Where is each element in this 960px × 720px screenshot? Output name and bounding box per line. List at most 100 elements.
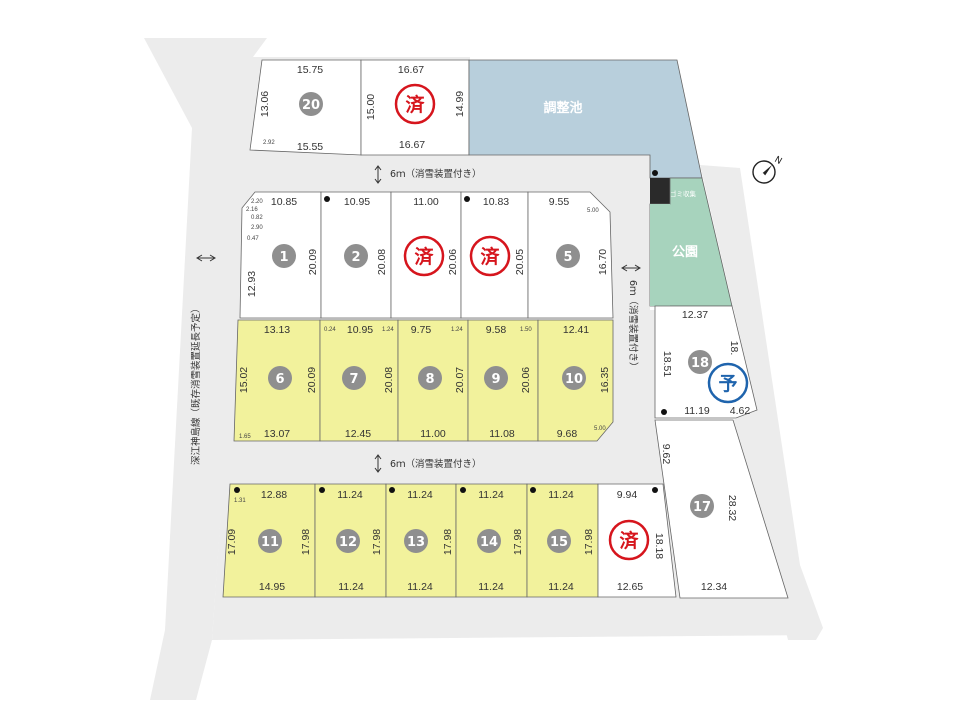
dim-19-left: 15.00 (365, 94, 377, 120)
badge-lot-5: 5 (556, 244, 580, 268)
dim-5-top: 9.55 (549, 196, 570, 208)
dim-15-top: 11.24 (548, 489, 574, 501)
dim-19-right: 14.99 (454, 91, 466, 117)
dim-12-bottom: 11.24 (338, 581, 364, 593)
lot-17-number: 17 (693, 500, 711, 515)
dim-1-small-4: 0.47 (247, 236, 259, 242)
dim-18-top: 12.37 (682, 309, 708, 321)
dim-1-small-2: 0.82 (251, 215, 263, 221)
park-label: 公園 (672, 244, 698, 260)
dim-6-right: 20.09 (306, 367, 318, 393)
dim-17-bottom: 12.34 (701, 581, 727, 593)
svg-text:済: 済 (405, 93, 425, 116)
sold-mark-lot-19: 済 (394, 83, 436, 125)
dim-4-top: 10.83 (483, 196, 509, 208)
lot-17[interactable] (654, 419, 789, 599)
dim-18-right: 18. (728, 341, 740, 356)
dim-14-right: 17.98 (512, 529, 524, 555)
road-label-middle: 6ｍ（消雪装置付き） (390, 458, 482, 470)
road-label-top-group: 6ｍ（消雪装置付き） (374, 165, 482, 184)
dim-1-right: 20.09 (307, 249, 319, 275)
dim-9-small: 1.50 (520, 327, 532, 333)
compass-icon: N (752, 155, 783, 184)
lot-2-number: 2 (351, 250, 360, 265)
dim-9-right: 20.06 (520, 367, 532, 393)
badge-lot-6: 6 (268, 366, 292, 390)
dim-16-right: 18.18 (653, 533, 665, 559)
dim-10-small: 5.00 (594, 426, 606, 432)
dim-11-left: 17.09 (226, 529, 238, 555)
sold-mark-lot-4: 済 (469, 235, 511, 277)
dim-3-right: 20.06 (447, 249, 459, 275)
lot-11-number: 11 (261, 535, 279, 550)
dim-11-top: 12.88 (261, 489, 287, 501)
lot-13-number: 13 (407, 535, 425, 550)
dim-6-small: 1.65 (239, 434, 251, 440)
dim-16-bottom: 12.65 (617, 581, 643, 593)
dim-10-right: 16.35 (599, 367, 611, 393)
dim-13-bottom: 11.24 (407, 581, 433, 593)
dim-7-right: 20.08 (383, 367, 395, 393)
dim-4-right: 20.05 (514, 249, 526, 275)
lot-10-number: 10 (565, 372, 583, 387)
dim-16-top: 9.94 (617, 489, 638, 501)
dim-19-bottom: 16.67 (399, 139, 425, 151)
svg-text:済: 済 (480, 245, 500, 268)
dim-7-top: 10.95 (347, 324, 373, 336)
dim-12-right: 17.98 (371, 529, 383, 555)
reserved-mark-lot-18: 予 (707, 362, 749, 404)
lot-14-number: 14 (480, 535, 498, 550)
dim-7-small-0: 0.24 (324, 327, 336, 333)
dim-6-bottom: 13.07 (264, 428, 290, 440)
dim-8-bottom: 11.00 (420, 428, 446, 440)
road-label-left: 深江神島線（既存消雪装置延長予定） (190, 303, 202, 465)
lot-6-number: 6 (275, 372, 284, 387)
dim-19-top: 16.67 (398, 64, 424, 76)
lot-9-number: 9 (491, 372, 500, 387)
dim-6-left: 15.02 (238, 367, 250, 393)
main-road-left (144, 38, 267, 700)
pond-label: 調整池 (543, 100, 582, 116)
dim-1-small-3: 2.90 (251, 225, 263, 231)
badge-lot-11: 11 (258, 529, 282, 553)
badge-lot-18: 18 (688, 350, 712, 374)
dim-11-small: 1.31 (234, 498, 246, 504)
badge-lot-1: 1 (272, 244, 296, 268)
dim-8-top: 9.75 (411, 324, 432, 336)
lot-8-number: 8 (425, 372, 434, 387)
dim-14-bottom: 11.24 (478, 581, 504, 593)
badge-lot-15: 15 (547, 529, 571, 553)
dim-13-right: 17.98 (442, 529, 454, 555)
dim-9-bottom: 11.08 (489, 428, 515, 440)
badge-lot-9: 9 (484, 366, 508, 390)
lot-20-number: 20 (302, 98, 320, 113)
lot-18-number: 18 (691, 356, 709, 371)
dim-5-small: 5.00 (587, 208, 599, 214)
dim-12-top: 11.24 (337, 489, 363, 501)
badge-lot-8: 8 (418, 366, 442, 390)
dim-2-right: 20.08 (376, 249, 388, 275)
park-strip (650, 204, 670, 306)
dim-7-bottom: 12.45 (345, 428, 371, 440)
dim-20-small: 2.92 (263, 140, 275, 146)
dim-2-top: 10.95 (344, 196, 370, 208)
road-label-right-group: 6ｍ（消雪装置付き） (621, 264, 641, 372)
badge-lot-2: 2 (344, 244, 368, 268)
garbage-area (650, 178, 670, 204)
dim-8-right: 20.07 (454, 367, 466, 393)
lot-12-number: 12 (339, 535, 357, 550)
dim-18-left: 18.51 (661, 351, 673, 377)
road-label-top: 6ｍ（消雪装置付き） (390, 168, 482, 180)
dim-20-bottom: 15.55 (297, 141, 323, 153)
road-right-outer (700, 165, 823, 640)
dim-17-right: 28.32 (726, 495, 738, 521)
dim-18-bottom-right: 4.62 (730, 405, 751, 417)
dim-15-right: 17.98 (583, 529, 595, 555)
road-label-middle-group: 6ｍ（消雪装置付き） (374, 454, 482, 473)
lot-5-number: 5 (563, 250, 572, 265)
dim-15-bottom: 11.24 (548, 581, 574, 593)
dim-14-top: 11.24 (478, 489, 504, 501)
dim-3-top: 11.00 (413, 196, 439, 208)
badge-lot-10: 10 (562, 366, 586, 390)
lot-7-number: 7 (349, 372, 358, 387)
